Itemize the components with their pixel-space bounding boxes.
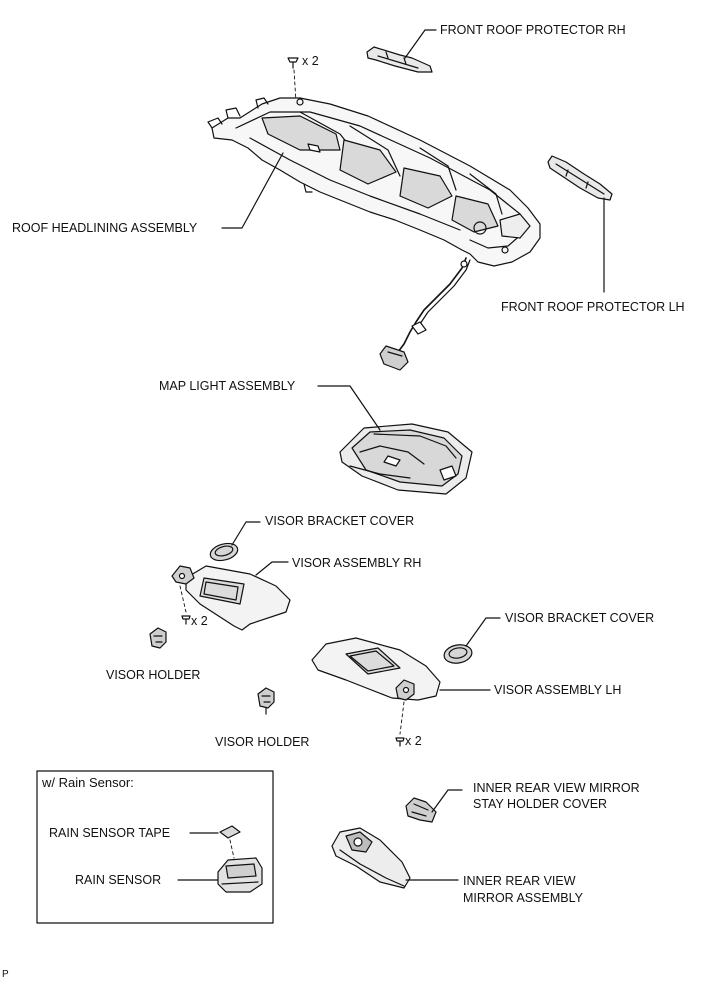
label-map-light-assembly: MAP LIGHT ASSEMBLY [159,379,296,393]
label-visor-bracket-cover-rh: VISOR BRACKET COVER [265,514,415,528]
qty-screw-lh: x 2 [405,734,422,748]
label-roof-headlining-assembly: ROOF HEADLINING ASSEMBLY [12,221,198,235]
inner-mirror-assembly [331,827,411,889]
label-inner-mirror-assembly-line1: INNER REAR VIEW [463,874,576,888]
leader-visor-bracket-cover-lh [465,617,501,647]
label-front-roof-protector-lh: FRONT ROOF PROTECTOR LH [501,300,685,314]
inner-mirror-stay-holder-cover [405,797,437,823]
rain-sensor-tape [219,825,241,839]
label-inner-mirror-assembly-line2: MIRROR ASSEMBLY [463,891,583,905]
visor-assembly-lh [311,637,441,701]
corner-mark: P [2,969,9,980]
rain-sensor [217,857,263,893]
label-inner-mirror-cover-line2: STAY HOLDER COVER [473,797,608,811]
label-inner-mirror-cover-line1: INNER REAR VIEW MIRROR [473,781,640,795]
front-roof-protector-rh [366,46,433,73]
visor-bracket-cover-rh [209,542,239,562]
roof-headlining-assembly [207,97,541,371]
label-visor-assembly-rh: VISOR ASSEMBLY RH [292,556,422,570]
leader-front-roof-protector-rh [404,29,437,59]
leader-visor-bracket-cover-rh [231,521,261,546]
rain-sensor-tape-dashed [229,839,235,859]
qty-clip-top: x 2 [302,54,319,68]
label-visor-bracket-cover-lh: VISOR BRACKET COVER [505,611,655,625]
inset-title: w/ Rain Sensor: [42,775,134,790]
leader-inner-mirror-cover [431,789,463,813]
screw-lh-dashed [399,701,405,735]
map-light-assembly [339,423,473,495]
label-front-roof-protector-rh: FRONT ROOF PROTECTOR RH [440,23,626,37]
rain-sensor-inset-box [36,770,274,924]
clip-top [287,57,299,69]
visor-holder-center [257,687,275,715]
screw-rh [181,615,191,625]
label-rain-sensor-tape: RAIN SENSOR TAPE [49,826,171,840]
label-visor-holder-center: VISOR HOLDER [215,735,310,749]
clip-top-dashed-line [293,69,297,103]
leader-map-light [317,385,381,431]
visor-holder-left [149,627,167,649]
leader-visor-assembly-rh [255,561,289,576]
label-visor-assembly-lh: VISOR ASSEMBLY LH [494,683,622,697]
screw-rh-dashed [179,585,187,613]
front-roof-protector-lh [547,155,613,201]
label-visor-holder-left: VISOR HOLDER [106,668,201,682]
leader-roof-headlining [221,152,284,229]
label-rain-sensor: RAIN SENSOR [75,873,162,887]
screw-lh [395,737,405,747]
visor-bracket-cover-lh [443,644,473,664]
visor-assembly-rh [171,565,291,631]
qty-screw-rh: x 2 [191,614,208,628]
